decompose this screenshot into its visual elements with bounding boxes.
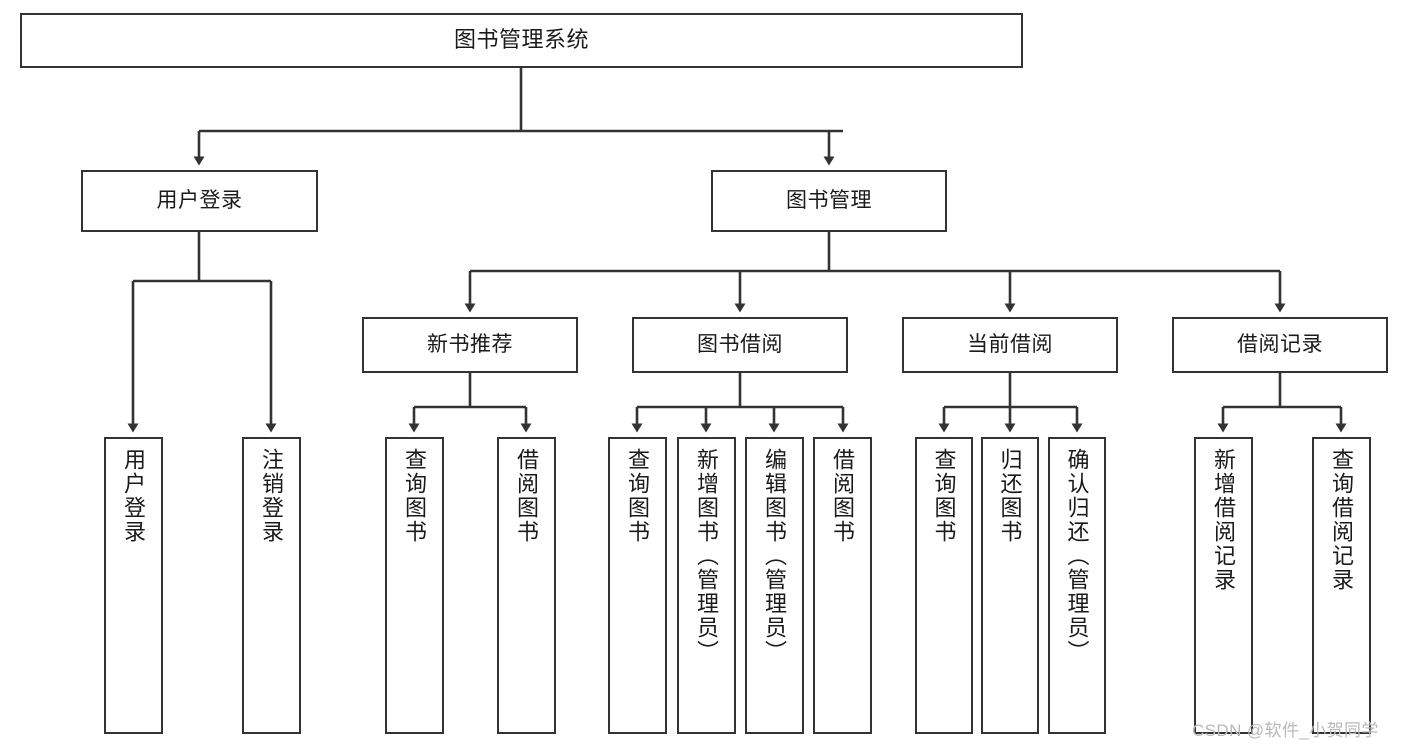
leaf-label: 新增借阅记录 — [1211, 448, 1237, 592]
node-new-book-recommend-label: 新书推荐 — [427, 333, 513, 357]
leaf-user-login-login[interactable]: 用户登录 — [104, 437, 163, 734]
leaf-current-borrow-query[interactable]: 查询图书 — [915, 437, 973, 734]
node-new-book-recommend[interactable]: 新书推荐 — [362, 317, 578, 373]
leaf-label: 查询图书 — [931, 448, 957, 544]
leaf-label: 确认归还（管理员） — [1064, 448, 1090, 664]
node-root-label: 图书管理系统 — [453, 27, 589, 53]
node-borrow-record-label: 借阅记录 — [1237, 333, 1323, 357]
leaf-label: 借阅图书 — [514, 448, 540, 544]
leaf-new-book-query[interactable]: 查询图书 — [385, 437, 444, 734]
node-book-management[interactable]: 图书管理 — [711, 170, 947, 232]
leaf-label: 借阅图书 — [830, 448, 856, 544]
node-book-management-label: 图书管理 — [786, 189, 872, 213]
leaf-label: 注销登录 — [259, 448, 285, 544]
csdn-watermark: CSDN @软件_小贺同学 — [1192, 721, 1379, 740]
node-borrow-record[interactable]: 借阅记录 — [1172, 317, 1388, 373]
leaf-borrow-record-add[interactable]: 新增借阅记录 — [1194, 437, 1253, 734]
leaf-label: 新增图书（管理员） — [694, 448, 720, 664]
leaf-book-borrow-query[interactable]: 查询图书 — [608, 437, 667, 734]
leaf-label: 查询借阅记录 — [1329, 448, 1355, 592]
leaf-book-borrow-borrow[interactable]: 借阅图书 — [813, 437, 872, 734]
leaf-user-login-logout[interactable]: 注销登录 — [242, 437, 301, 734]
node-current-borrow[interactable]: 当前借阅 — [902, 317, 1118, 373]
leaf-label: 编辑图书（管理员） — [762, 448, 788, 664]
node-user-login-label: 用户登录 — [156, 189, 243, 213]
node-book-borrow[interactable]: 图书借阅 — [632, 317, 848, 373]
leaf-borrow-record-query[interactable]: 查询借阅记录 — [1312, 437, 1371, 734]
leaf-label: 归还图书 — [997, 448, 1023, 544]
leaf-label: 查询图书 — [402, 448, 428, 544]
node-book-borrow-label: 图书借阅 — [697, 333, 783, 357]
leaf-label: 用户登录 — [121, 448, 147, 544]
leaf-book-borrow-edit[interactable]: 编辑图书（管理员） — [745, 437, 804, 734]
leaf-book-borrow-add[interactable]: 新增图书（管理员） — [677, 437, 736, 734]
leaf-label: 查询图书 — [625, 448, 651, 544]
leaf-current-borrow-return[interactable]: 归还图书 — [981, 437, 1039, 734]
leaf-new-book-borrow[interactable]: 借阅图书 — [497, 437, 556, 734]
node-root[interactable]: 图书管理系统 — [20, 13, 1023, 68]
node-user-login[interactable]: 用户登录 — [81, 170, 318, 232]
leaf-current-borrow-confirm-return[interactable]: 确认归还（管理员） — [1048, 437, 1106, 734]
node-current-borrow-label: 当前借阅 — [967, 333, 1053, 357]
